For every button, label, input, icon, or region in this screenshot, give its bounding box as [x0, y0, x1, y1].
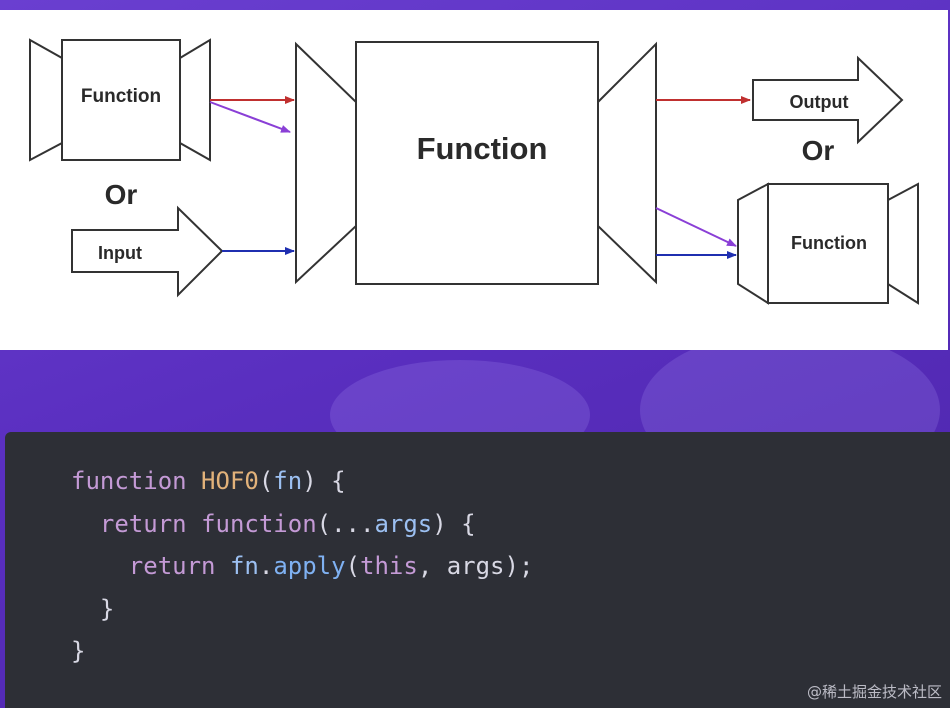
code-token: , args); — [417, 552, 534, 580]
code-token: ) { — [432, 509, 476, 538]
code-token: } — [71, 594, 115, 623]
code-token: return — [128, 552, 216, 580]
right-function-input-funnel — [737, 182, 769, 305]
code-token: . — [258, 552, 274, 580]
code-token: } — [71, 637, 86, 665]
output-arrow-shape — [752, 55, 904, 145]
center-function-input-funnel — [295, 41, 357, 285]
code-token — [71, 552, 129, 580]
code-line: } — [71, 595, 114, 623]
code-token — [187, 467, 201, 495]
center-function-label: Function — [417, 131, 548, 166]
code-token: HOF0 — [201, 467, 259, 495]
or-label-right: Or — [802, 135, 835, 166]
left-function-box — [61, 39, 181, 161]
purple-arrow-left — [209, 101, 291, 133]
output-label: Output — [790, 92, 849, 112]
higher-order-function-diagram: Function Or Input Function Output Or Fun… — [29, 38, 919, 305]
code-token: fn — [229, 552, 259, 580]
code-token: function — [71, 467, 187, 495]
purple-arrow-right — [655, 207, 737, 247]
left-function-label: Function — [81, 86, 161, 107]
code-token: apply — [273, 552, 346, 580]
code-panel: function HOF0(fn) { return function(...a… — [5, 432, 950, 708]
code-block: function HOF0(fn) { return function(...a… — [71, 460, 533, 673]
code-line: function HOF0(fn) { — [71, 467, 346, 495]
code-token — [187, 510, 201, 538]
code-token: return — [99, 509, 187, 538]
diagram-panel: Function Or Input Function Output Or Fun… — [0, 10, 948, 350]
input-label: Input — [98, 243, 142, 263]
code-token: fn — [273, 467, 303, 495]
right-function-label: Function — [791, 233, 867, 253]
code-token: args — [374, 509, 433, 538]
code-token: ) { — [302, 467, 346, 495]
right-function-output-funnel — [887, 182, 919, 305]
code-token: (... — [316, 509, 375, 538]
left-function-input-funnel — [29, 38, 63, 162]
or-label-left: Or — [105, 179, 138, 210]
code-token — [216, 552, 230, 580]
input-arrow-shape — [71, 205, 224, 298]
code-token: function — [201, 509, 317, 538]
code-line: } — [71, 637, 85, 665]
code-line: return fn.apply(this, args); — [71, 552, 534, 580]
code-line: return function(...args) { — [71, 510, 476, 538]
code-token: ( — [258, 467, 274, 495]
code-token: ( — [345, 552, 361, 580]
code-token: this — [360, 552, 418, 580]
center-function-output-funnel — [597, 41, 657, 285]
left-function-output-funnel — [179, 38, 211, 162]
watermark: @稀土掘金技术社区 — [806, 683, 942, 701]
code-token — [71, 510, 100, 538]
